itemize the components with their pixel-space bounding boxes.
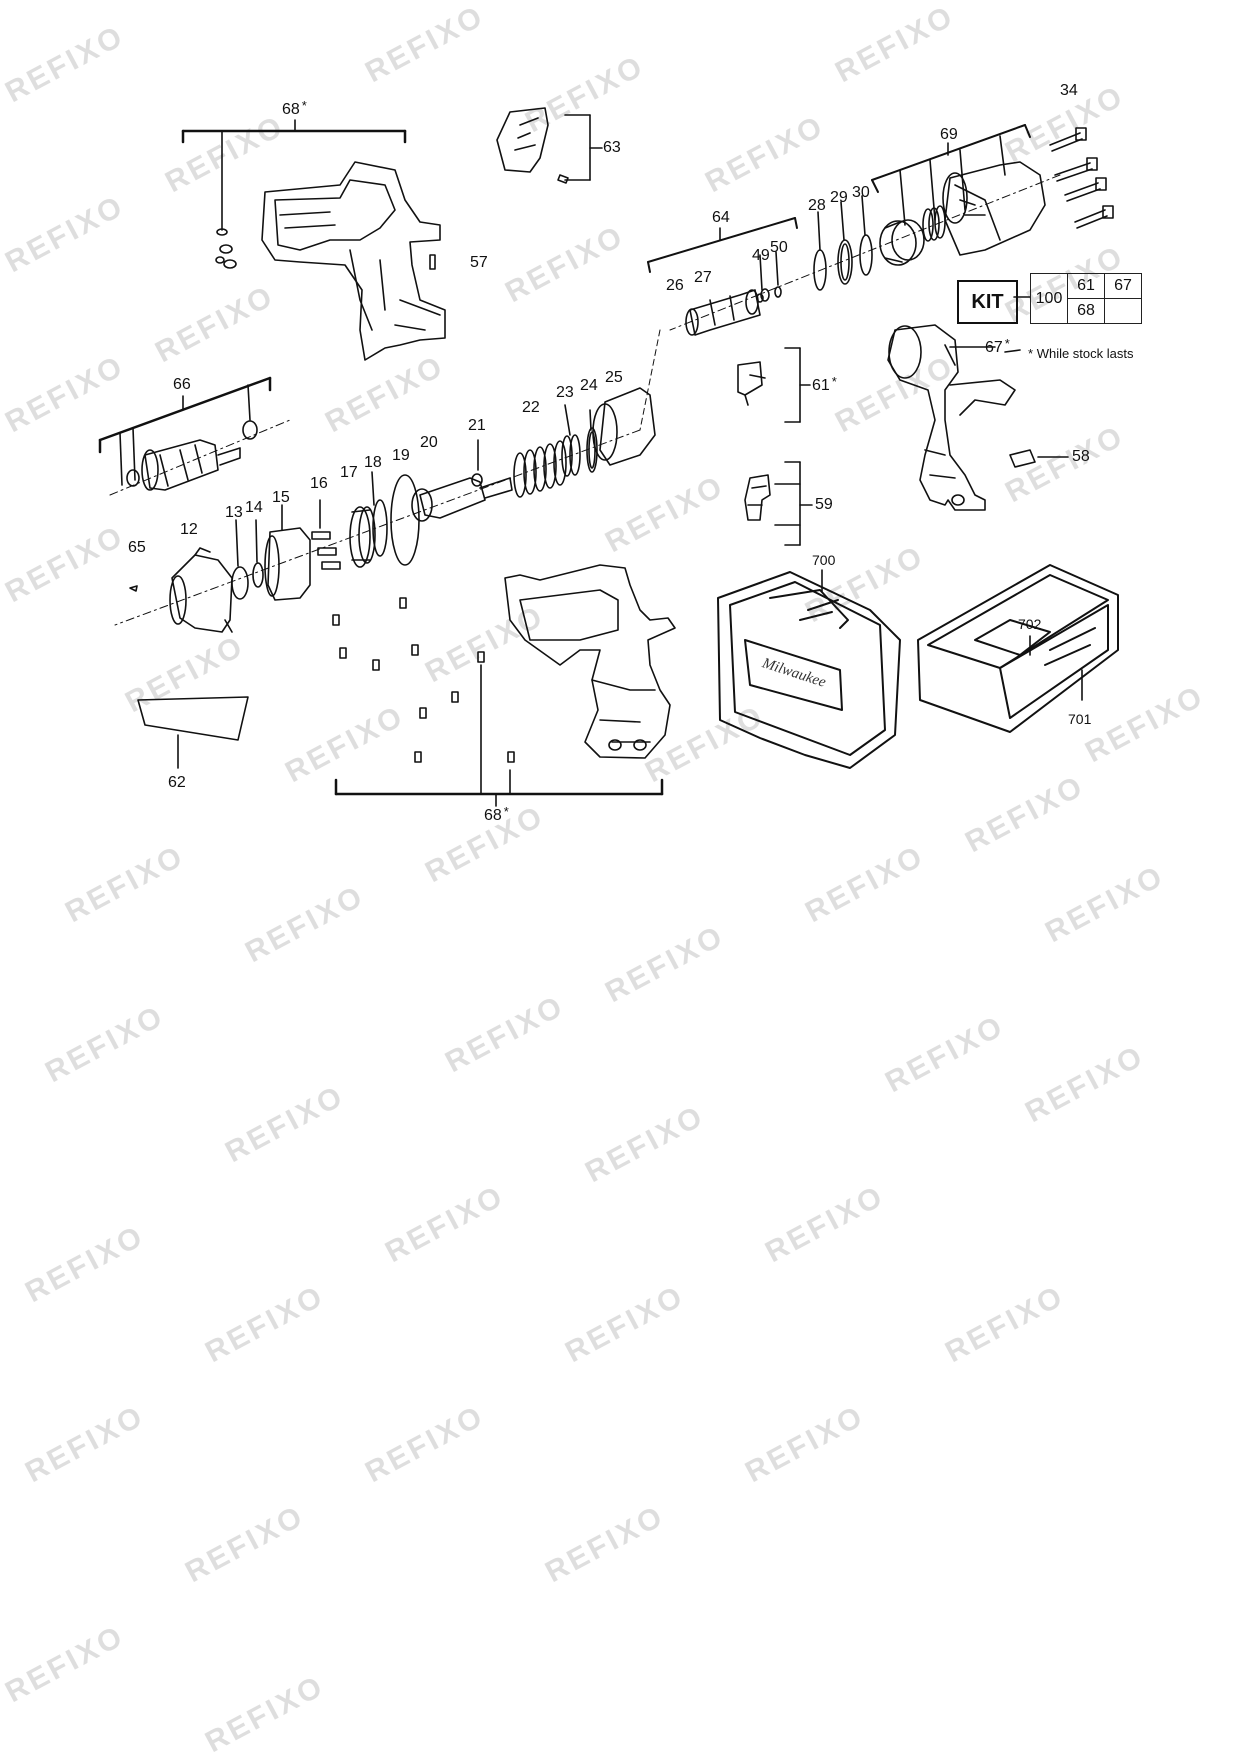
kit-cell: 61 [1067,273,1105,299]
part-label-50: 50 [770,239,788,256]
anvil-26-27 [685,289,761,336]
spring-69 [922,205,946,242]
part-label-701: 701 [1068,711,1092,727]
part-63 [496,107,603,184]
part-label-12: 12 [180,521,198,538]
part-label-30: 30 [852,184,870,201]
gear-17 [349,506,376,568]
screws-68-lower [332,597,515,763]
screw-65 [129,585,138,592]
kit-cell: 67 [1104,273,1142,299]
kit-cell: 68 [1067,298,1105,324]
part-label-14: 14 [245,499,263,516]
housing-half-lower [504,564,676,759]
kit-table: 100 61 67 68 [1030,273,1142,324]
bracket-66 [98,376,272,486]
part-label-16: 16 [310,475,328,492]
part-label-25: 25 [605,369,623,386]
part-label-number: 68 [484,807,502,824]
kit-cell [1104,298,1142,324]
part-label-61: 61* [812,375,837,394]
washer-24 [586,427,598,473]
carry-case-700: Milwaukee [717,569,901,769]
stock-note-text: While stock lasts [1036,346,1134,361]
part-label-26: 26 [666,277,684,294]
spring-22 [513,440,567,498]
clip-14 [252,519,264,588]
part-label-17: 17 [340,464,358,481]
part-label-62: 62 [168,774,186,791]
part-label-64: 64 [712,209,730,226]
screws-34 [1049,127,1114,229]
part-label-49: 49 [752,247,770,264]
part-label-24: 24 [580,377,598,394]
part-label-67: 67* [985,337,1010,356]
part-label-66: 66 [173,376,191,393]
asterisk-mark: * [831,374,837,389]
part-label-22: 22 [522,399,540,416]
part-label-69: 69 [940,126,958,143]
part-label-58: 58 [1072,448,1090,465]
part-label-number: 67 [985,339,1003,356]
bracket-64 [647,217,798,291]
stock-note: * While stock lasts [1028,346,1134,361]
part-label-34: 34 [1060,82,1078,99]
asterisk-mark: * [503,804,509,819]
part-label-number: 68 [282,101,300,118]
asterisk-mark: * [1004,336,1010,351]
part-label-20: 20 [420,434,438,451]
kit-number: 100 [1030,273,1068,324]
ring-13 [231,519,249,600]
motor-66 [126,420,258,491]
part-label-21: 21 [468,417,486,434]
part-label-57: 57 [470,254,488,271]
washer-30 [859,234,873,276]
part-label-18: 18 [364,454,382,471]
part-label-27: 27 [694,269,712,286]
part-label-28: 28 [808,197,826,214]
part-label-number: 61 [812,377,830,394]
part-label-59: 59 [815,496,833,513]
ring-gear-15 [264,504,311,601]
brand-logo-text: Milwaukee [759,655,828,691]
part-label-23: 23 [556,384,574,401]
label-sticker-62 [137,696,249,769]
housing-67 [887,324,1016,511]
gear-ring-69 [879,219,925,266]
front-housing-69 [942,161,1046,256]
part-59 [744,461,813,546]
gear-case-12 [169,547,233,633]
part-label-63: 63 [603,139,621,156]
part-label-15: 15 [272,489,290,506]
part-label-68-top: 68* [282,99,307,118]
housing-half-57 [261,161,446,361]
spindle-21 [411,439,513,522]
balls-23 [561,434,581,477]
screws-68-top [215,228,237,269]
part-label-19: 19 [392,447,410,464]
part-61 [737,347,811,423]
asterisk-mark: * [301,98,307,113]
part-label-700: 700 [812,552,836,568]
case-insert-701 [917,564,1119,733]
part-label-29: 29 [830,189,848,206]
kit-title-box: KIT [957,280,1018,324]
bracket-68-lower [334,664,664,807]
part-label-68-lower: 68* [484,805,509,824]
asterisk-mark: * [1028,346,1034,361]
washer-18 [372,499,388,557]
washer-19 [390,474,420,566]
pins-16 [311,499,341,570]
part-58 [1009,449,1069,468]
part-label-702: 702 [1018,616,1042,632]
bracket-68-top [181,119,407,231]
part-label-13: 13 [225,504,243,521]
pin-49-50 [756,286,782,303]
part-label-65: 65 [128,539,146,556]
bracket-69 [871,124,1031,226]
